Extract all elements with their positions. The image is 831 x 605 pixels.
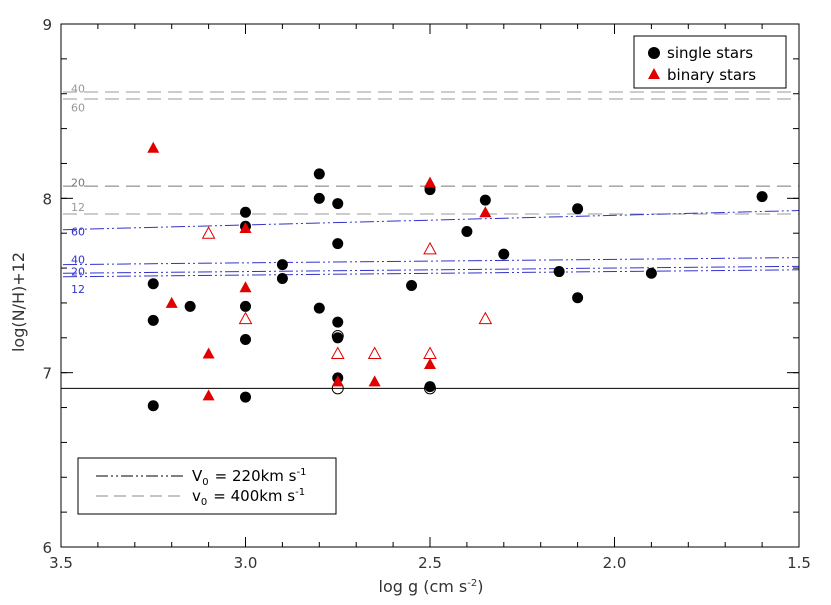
model-line-60 <box>62 210 800 231</box>
model-line-40 <box>62 257 800 266</box>
x-tick-label: 1.5 <box>787 554 811 572</box>
x-axis-title: log g (cm s-2) <box>379 577 484 596</box>
binary-star-point <box>202 347 215 359</box>
model-line-12 <box>62 269 800 278</box>
single-star-point <box>276 259 288 271</box>
binary-star-open-point <box>367 346 382 359</box>
binary-star-point <box>331 375 344 387</box>
model-line-label: 60 <box>71 225 85 238</box>
binary-star-point <box>368 375 381 387</box>
x-tick-label: 3.5 <box>49 554 73 572</box>
model-line-label: 20 <box>71 266 85 279</box>
legend-single-marker <box>648 47 660 59</box>
binary-star-point <box>239 221 252 233</box>
x-tick-label: 2.0 <box>603 554 627 572</box>
single-star-point <box>553 266 565 278</box>
single-star-point <box>313 168 325 180</box>
single-star-point <box>461 225 473 237</box>
binary-star-point <box>147 141 160 153</box>
binary-star-point <box>202 389 215 401</box>
binary-star-open-point <box>330 346 345 359</box>
model-line-label: 12 <box>71 201 85 214</box>
binary-star-point <box>165 296 178 308</box>
model-line-label: 60 <box>71 102 85 115</box>
single-star-point <box>276 273 288 285</box>
single-star-point <box>572 203 584 215</box>
single-star-point <box>240 300 251 312</box>
single-star-point <box>184 300 196 312</box>
single-star-point <box>240 206 251 218</box>
model-line-label: 40 <box>71 253 85 266</box>
single-star-point <box>240 334 251 346</box>
single-star-point <box>240 391 251 403</box>
legend-top: single stars binary stars <box>633 35 787 89</box>
binary-star-open-point <box>238 311 253 325</box>
legend-bottom: V0= 220km s-1 v0= 400km s-1 <box>77 457 337 515</box>
legend-top-box <box>633 35 787 89</box>
single-star-open-point <box>424 382 436 395</box>
model-line-label: 12 <box>71 283 85 296</box>
single-star-point <box>645 267 657 279</box>
model-line-label: 40 <box>71 83 85 96</box>
single-star-point <box>406 280 418 291</box>
single-star-point <box>332 238 344 250</box>
legend-v220-label: V0= 220km s-1 <box>192 467 306 488</box>
binary-star-open-point <box>423 241 437 255</box>
single-star-point <box>332 316 344 328</box>
y-tick-label: 6 <box>42 539 52 557</box>
binary-star-open-point <box>423 346 437 359</box>
single-star-point <box>147 278 159 290</box>
model-line-20 <box>62 265 800 274</box>
binary-star-point <box>479 206 492 218</box>
binary-star-point <box>424 357 436 369</box>
model-line-label: 20 <box>71 177 85 190</box>
single-star-point <box>498 248 510 260</box>
binary-star-open-point <box>478 311 493 325</box>
y-axis-title: log(N/H)+12 <box>9 252 28 352</box>
legend-bottom-box <box>77 457 337 515</box>
x-tick-label: 3.0 <box>234 554 258 572</box>
binary-star-point <box>424 176 436 188</box>
single-star-point <box>313 302 325 314</box>
legend-binary-marker <box>648 68 660 79</box>
single-star-point <box>756 191 768 203</box>
single-star-point <box>572 292 584 304</box>
legend-single-label: single stars <box>667 44 753 62</box>
binary-star-point <box>239 281 252 293</box>
y-tick-label: 8 <box>42 190 52 208</box>
single-star-point <box>147 400 159 412</box>
legend-v400-label: v0= 400km s-1 <box>192 487 305 508</box>
y-tick-label: 7 <box>42 365 52 383</box>
legend-binary-label: binary stars <box>667 66 756 84</box>
single-star-point <box>313 192 325 204</box>
single-star-point <box>479 194 491 206</box>
x-tick-label: 2.5 <box>418 554 442 572</box>
single-star-point <box>332 198 344 210</box>
single-star-point <box>147 314 159 326</box>
y-tick-label: 9 <box>42 16 52 34</box>
single-star-open-point <box>331 330 344 343</box>
binary-star-open-point <box>201 226 216 239</box>
